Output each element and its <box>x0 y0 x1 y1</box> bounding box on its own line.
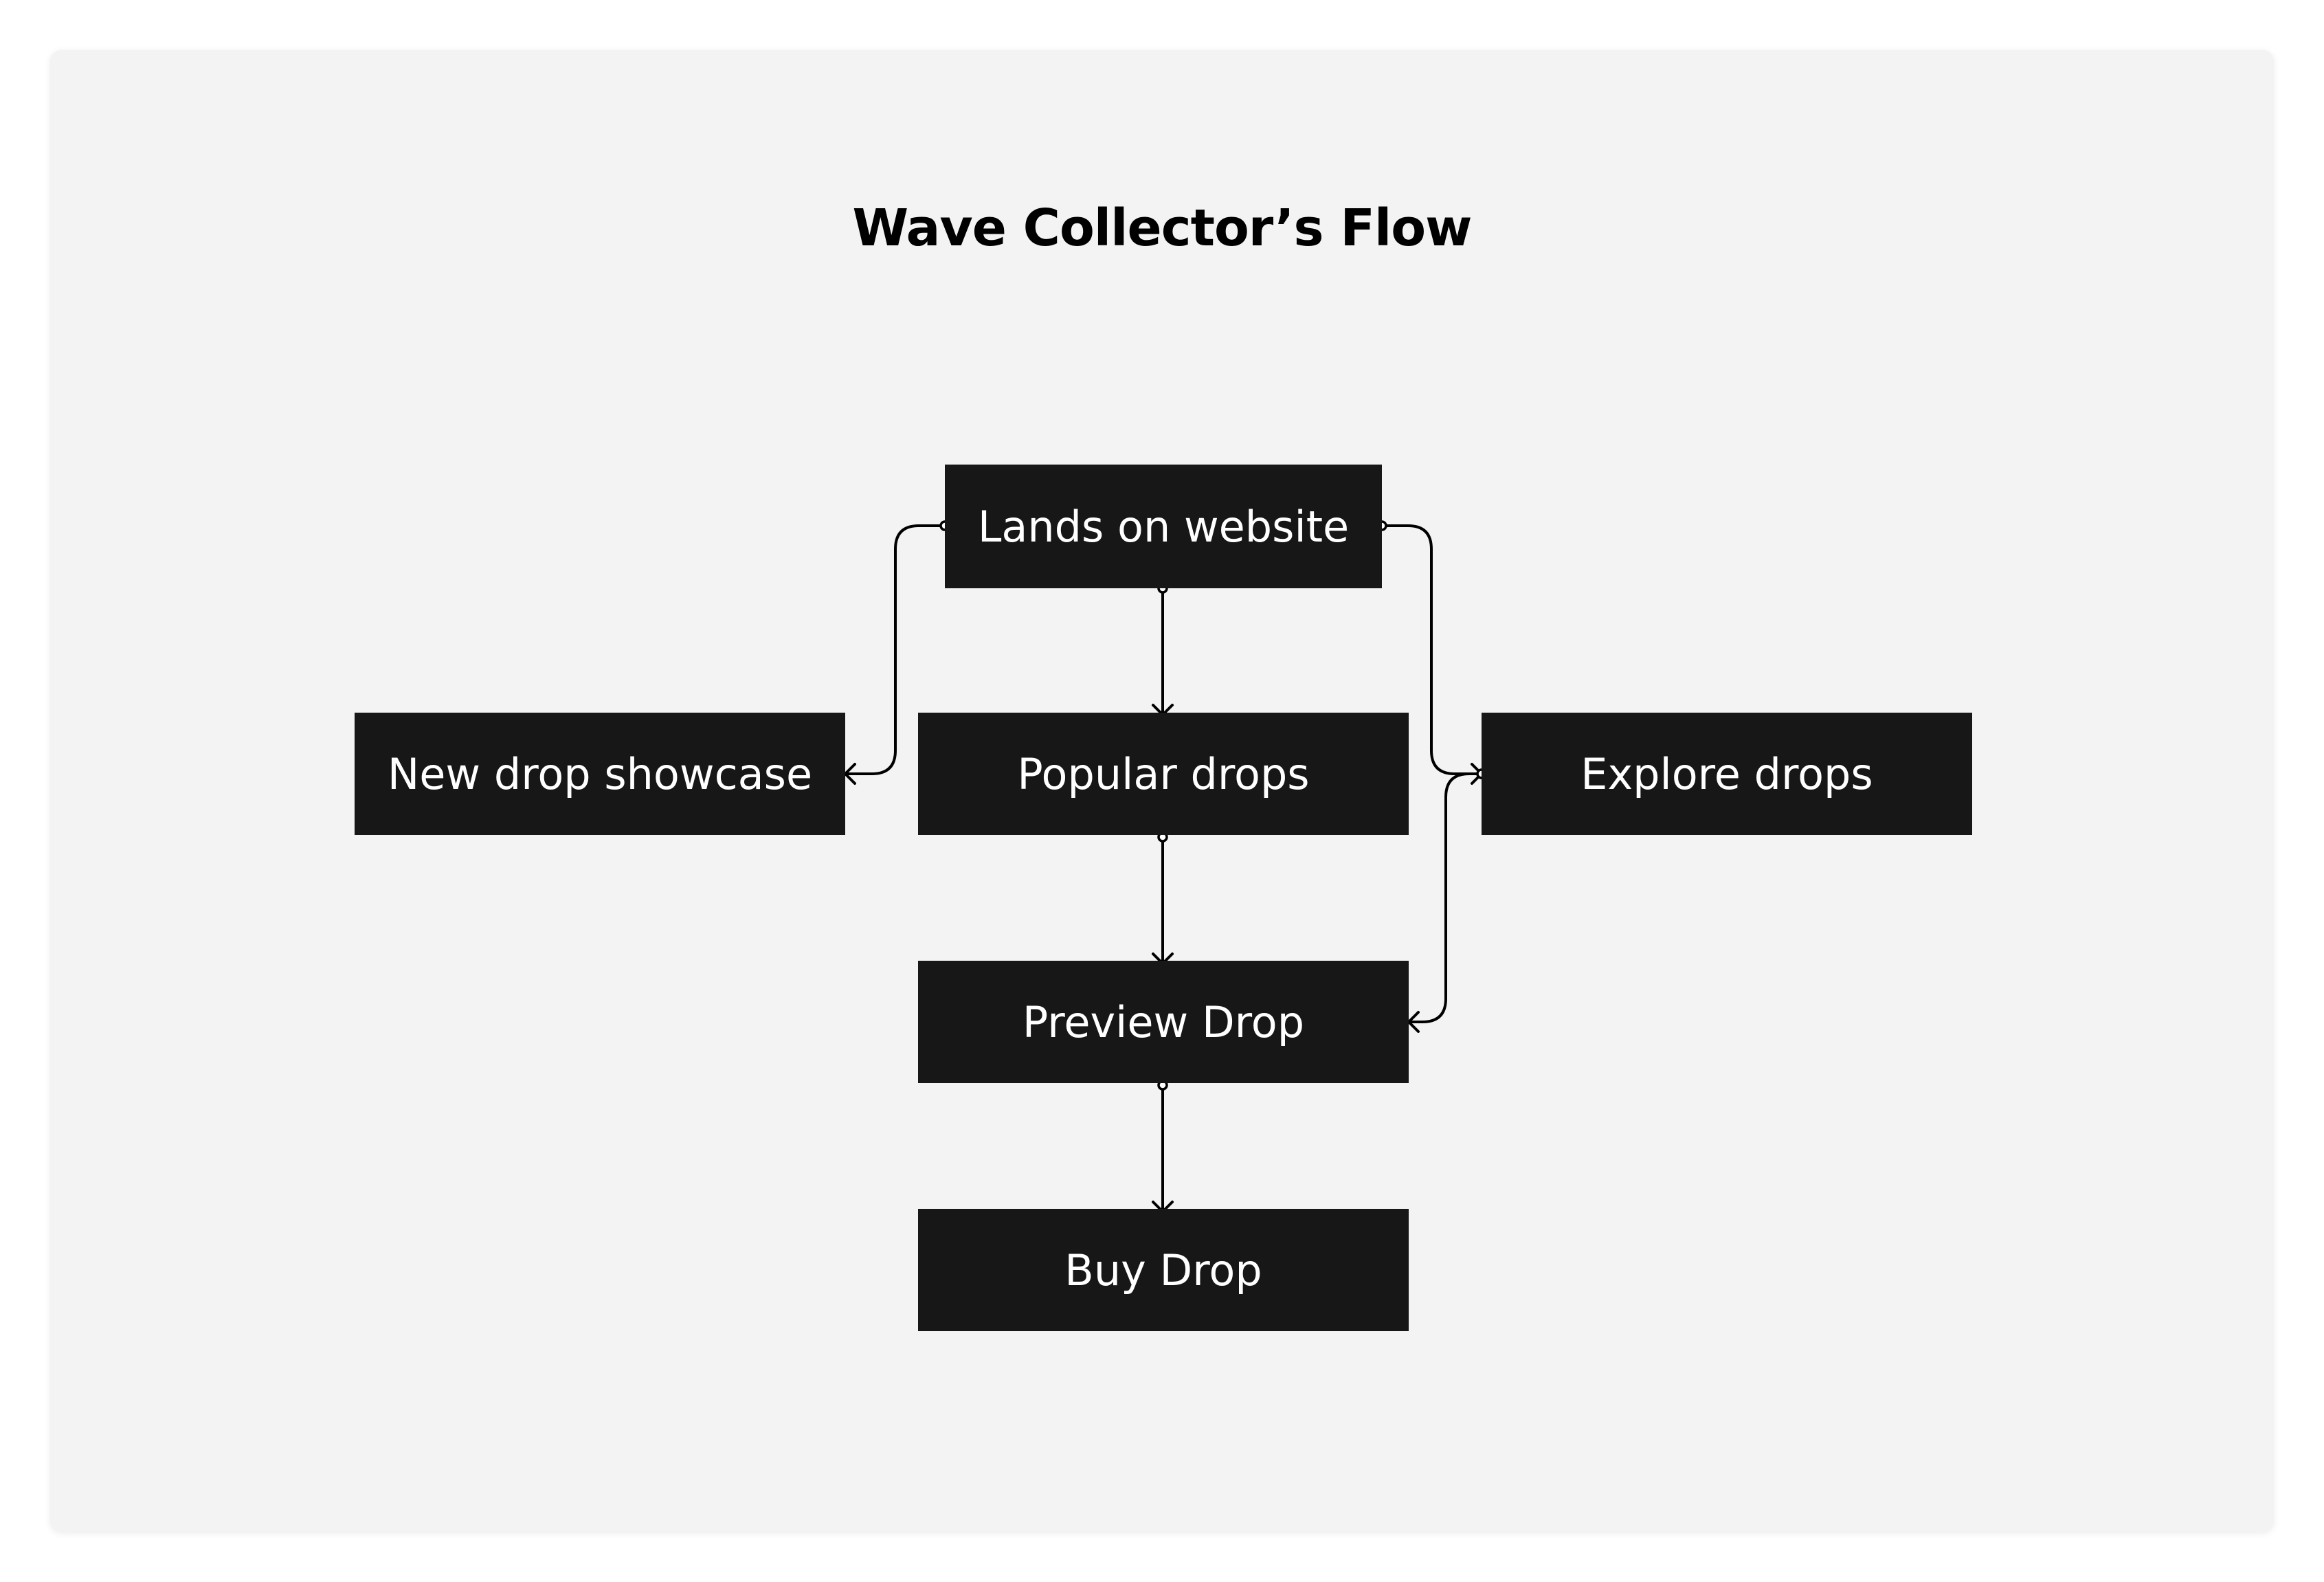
edge-lands-to-new-drop <box>844 524 946 775</box>
node-buy-drop: Buy Drop <box>918 1209 1409 1331</box>
node-preview-drop: Preview Drop <box>918 961 1409 1083</box>
node-lands-on-website: Lands on website <box>945 465 1382 588</box>
edge-explore-to-preview <box>1407 772 1483 1023</box>
arrowhead-preview-from-explore <box>1407 1011 1420 1033</box>
edge-lands-to-explore <box>1381 524 1483 775</box>
node-popular-drops: Popular drops <box>918 713 1409 835</box>
arrowhead-new-drop <box>844 763 856 785</box>
node-new-drop-showcase: New drop showcase <box>355 713 845 835</box>
diagram-title: Wave Collector’s Flow <box>852 199 1473 258</box>
node-explore-drops: Explore drops <box>1482 713 1972 835</box>
